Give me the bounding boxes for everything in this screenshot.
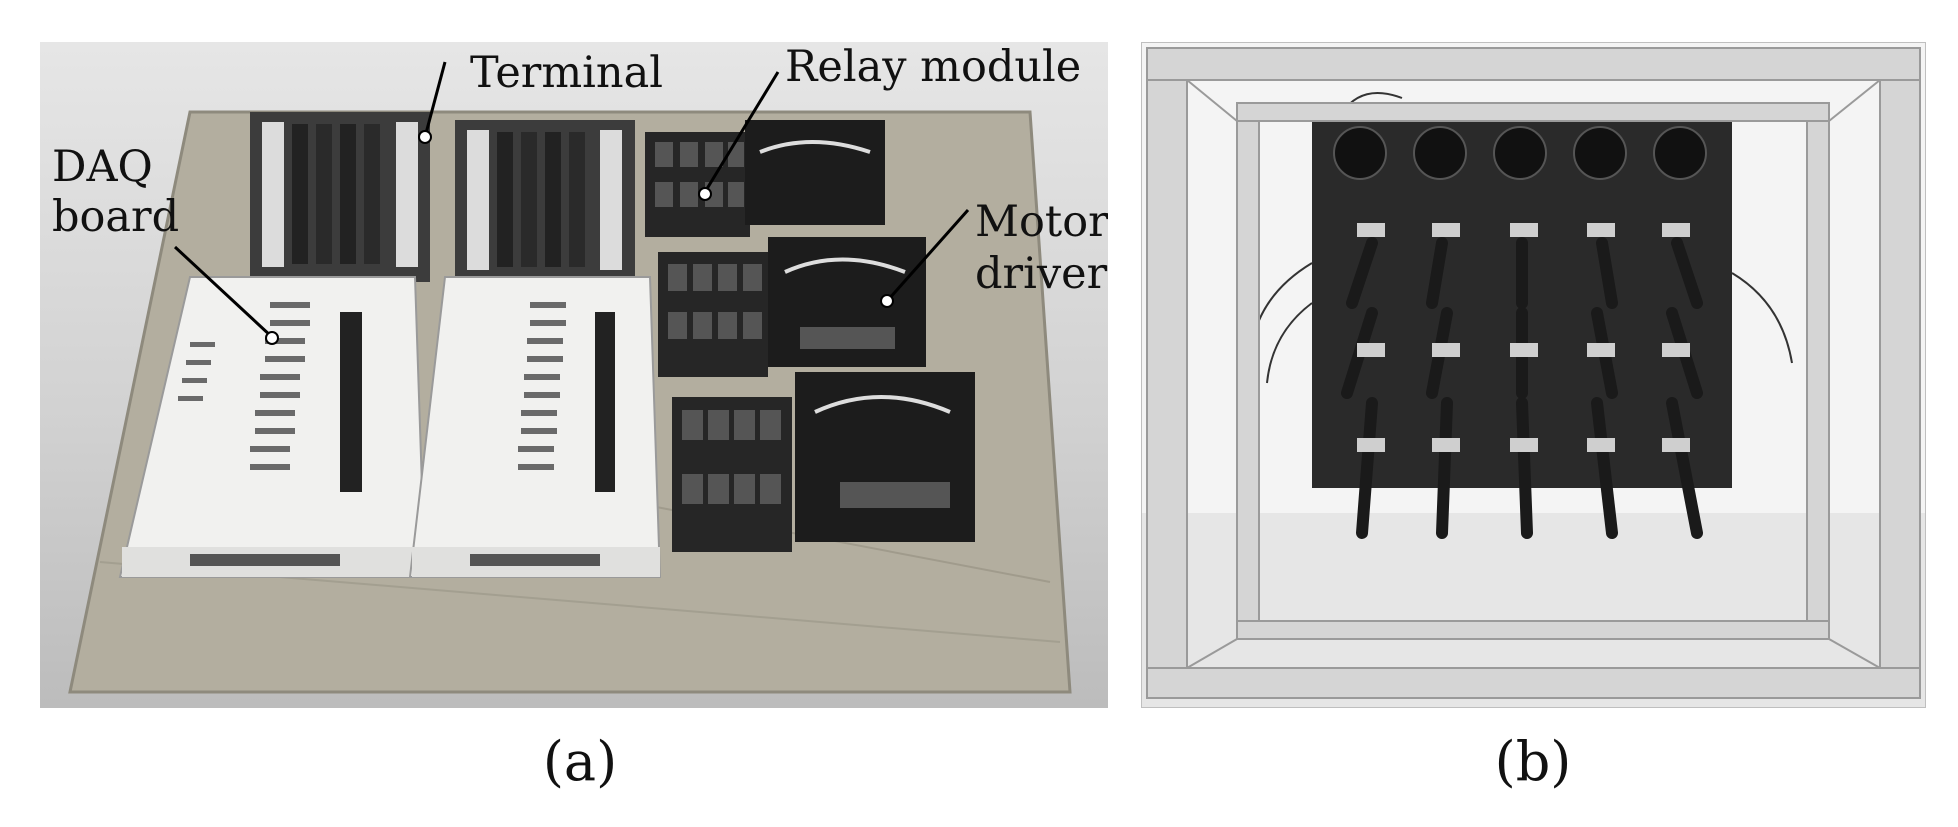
- hardware-board-photo: [68, 61, 1072, 694]
- annotation-leaders: [173, 61, 970, 339]
- motor-driver-1: [745, 120, 885, 225]
- label-daq-line1: DAQ: [52, 142, 153, 192]
- motor-driver-3: [795, 372, 975, 542]
- relay-module-1: [645, 132, 750, 237]
- photo-panel-b: [1141, 42, 1926, 708]
- relay-module-2: [658, 252, 768, 377]
- aluminum-frame: [1146, 47, 1921, 699]
- terminal-block-1: [250, 112, 430, 282]
- terminal-block-2: [455, 120, 635, 285]
- label-relay-module: Relay module: [785, 42, 1082, 92]
- relay-module-3: [672, 397, 792, 552]
- motor-driver-2: [768, 237, 926, 367]
- label-terminal: Terminal: [470, 48, 663, 98]
- caption-a: (a): [542, 730, 618, 793]
- label-motor-line2: driver: [975, 249, 1108, 299]
- daq-board-2: [408, 276, 662, 578]
- photo-panel-a: Terminal Relay module DAQ board Motor dr…: [40, 42, 1108, 708]
- label-motor-line1: Motor: [975, 197, 1108, 247]
- caption-b: (b): [1494, 730, 1572, 793]
- label-daq-line2: board: [52, 192, 180, 242]
- daq-board-1: [118, 276, 427, 578]
- motor-array-frame-photo: [1142, 47, 1925, 707]
